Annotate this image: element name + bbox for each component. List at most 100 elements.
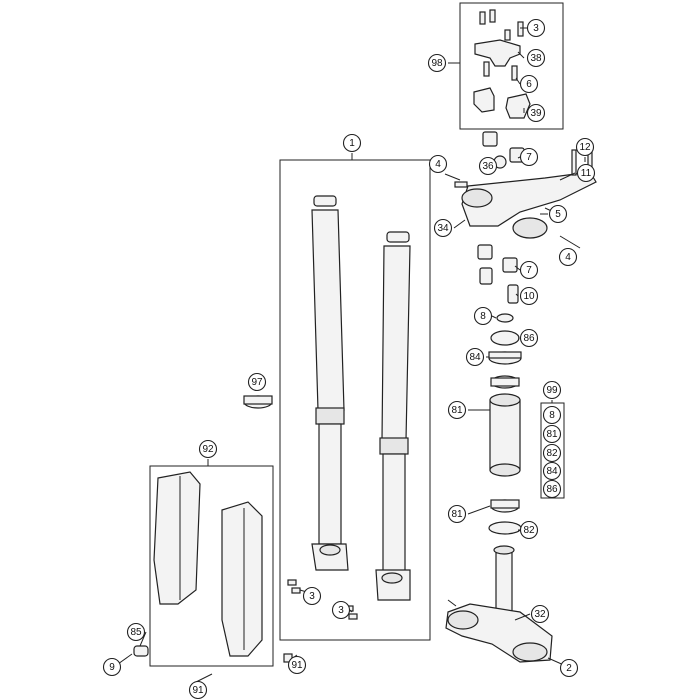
callout-number: 8 xyxy=(549,410,555,421)
ring-97 xyxy=(243,395,273,409)
callout-c-81-top: 81 xyxy=(447,400,467,420)
callout-number: 97 xyxy=(251,377,263,388)
fork-leg-left xyxy=(311,195,349,571)
callout-circle xyxy=(519,260,539,280)
callout-circle xyxy=(576,163,596,183)
callout-number: 3 xyxy=(309,591,315,602)
callout-c-10: 10 xyxy=(519,286,539,306)
callout-circle xyxy=(102,657,122,677)
callout-number: 4 xyxy=(435,159,441,170)
callout-c-91-bot: 91 xyxy=(188,680,208,700)
callout-number: 39 xyxy=(530,108,542,119)
callout-c-1: 1 xyxy=(342,133,362,153)
callout-c-86: 86 xyxy=(519,328,539,348)
callout-circle xyxy=(302,586,322,606)
callout-number: 38 xyxy=(530,53,542,64)
callout-circle xyxy=(126,622,146,642)
callout-number: 3 xyxy=(338,605,344,616)
callout-circle xyxy=(530,604,550,624)
callout-c-3-top: 3 xyxy=(526,18,546,38)
callout-number: 82 xyxy=(523,525,535,536)
callout-c-98: 98 xyxy=(427,53,447,73)
callout-c-4-top: 4 xyxy=(428,154,448,174)
callout-number: 92 xyxy=(202,444,214,455)
callout-circle xyxy=(188,680,208,700)
callout-number: 85 xyxy=(130,627,142,638)
callout-c-9: 9 xyxy=(102,657,122,677)
callout-circle xyxy=(548,204,568,224)
callout-c-k81: 81 xyxy=(542,424,562,444)
callout-number: 84 xyxy=(546,466,558,477)
callout-number: 3 xyxy=(533,23,539,34)
leader-lines xyxy=(139,27,586,661)
callout-number: 36 xyxy=(482,161,494,172)
callout-c-11: 11 xyxy=(576,163,596,183)
callout-circle xyxy=(542,461,562,481)
callout-circle xyxy=(526,18,546,38)
callout-number: 5 xyxy=(555,209,561,220)
callout-c-5: 5 xyxy=(548,204,568,224)
callout-number: 11 xyxy=(581,168,592,179)
callout-number: 32 xyxy=(534,609,546,620)
callout-circle xyxy=(575,137,595,157)
callout-c-36: 36 xyxy=(478,156,498,176)
callout-number: 1 xyxy=(349,138,355,149)
callout-circle xyxy=(428,154,448,174)
callout-number: 82 xyxy=(546,448,558,459)
callout-circle xyxy=(526,48,546,68)
callout-number: 10 xyxy=(523,291,535,302)
callout-circle xyxy=(433,218,453,238)
callout-c-91-right: 91 xyxy=(287,655,307,675)
guard-hardware xyxy=(117,645,293,685)
callout-circle xyxy=(542,380,562,400)
callout-c-32: 32 xyxy=(530,604,550,624)
callout-number: 86 xyxy=(546,484,558,495)
callout-number: 4 xyxy=(565,252,571,263)
callout-c-3-right: 3 xyxy=(331,600,351,620)
callout-number: 91 xyxy=(291,660,303,671)
callout-number: 6 xyxy=(526,79,532,90)
fork-leg-right xyxy=(375,231,411,601)
callout-c-92: 92 xyxy=(198,439,218,459)
callout-c-34: 34 xyxy=(433,218,453,238)
callout-circle xyxy=(542,405,562,425)
callout-number: 86 xyxy=(523,333,535,344)
callout-c-39: 39 xyxy=(526,103,546,123)
callout-circle xyxy=(287,655,307,675)
callout-number: 9 xyxy=(109,662,115,673)
callout-c-7-mid: 7 xyxy=(519,260,539,280)
callout-c-4-mid: 4 xyxy=(558,247,578,267)
callout-circle xyxy=(559,658,579,678)
callout-circle xyxy=(542,479,562,499)
callout-c-8: 8 xyxy=(473,306,493,326)
callout-c-2: 2 xyxy=(559,658,579,678)
callout-c-99: 99 xyxy=(542,380,562,400)
callout-c-3-left: 3 xyxy=(302,586,322,606)
callout-c-81-bot: 81 xyxy=(447,504,467,524)
fork-guards xyxy=(153,471,263,657)
callout-number: 34 xyxy=(437,223,449,234)
kit-98-parts xyxy=(473,9,531,119)
callout-circle xyxy=(473,306,493,326)
callout-number: 99 xyxy=(546,385,558,396)
callout-number: 91 xyxy=(192,685,204,696)
callout-c-k84: 84 xyxy=(542,461,562,481)
callout-circle xyxy=(478,156,498,176)
callout-c-k8: 8 xyxy=(542,405,562,425)
callout-circle xyxy=(542,443,562,463)
callout-number: 12 xyxy=(579,142,591,153)
callout-c-6: 6 xyxy=(519,74,539,94)
box-fork-1 xyxy=(279,159,431,641)
callout-circle xyxy=(342,133,362,153)
box-guards-92 xyxy=(149,465,274,667)
callout-circle xyxy=(519,74,539,94)
callout-circle xyxy=(542,424,562,444)
callout-c-38: 38 xyxy=(526,48,546,68)
callout-circle xyxy=(519,147,539,167)
callout-number: 98 xyxy=(431,58,443,69)
callout-number: 84 xyxy=(469,352,481,363)
callout-c-97: 97 xyxy=(247,372,267,392)
callout-c-85: 85 xyxy=(126,622,146,642)
